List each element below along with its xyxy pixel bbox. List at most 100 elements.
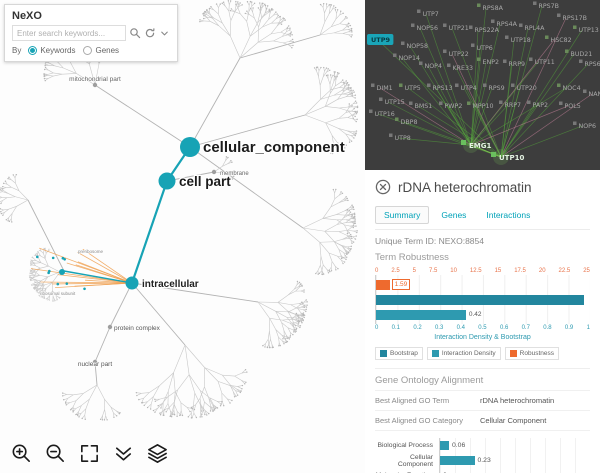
network-node-KRE33[interactable]: KRE33 <box>447 63 474 73</box>
bar-robustness: 1.59 <box>376 278 590 291</box>
layers-button[interactable] <box>144 440 170 466</box>
network-node-MPP10[interactable]: MPP10 <box>467 101 494 111</box>
svg-text:RPS6A: RPS6A <box>585 61 600 68</box>
network-node-UTP21[interactable]: UTP21 <box>443 23 469 33</box>
tab-genes[interactable]: Genes <box>441 210 467 220</box>
network-node-NOC4[interactable]: NOC4 <box>557 83 581 93</box>
search-icon[interactable] <box>129 27 141 39</box>
svg-text:DIM1: DIM1 <box>377 85 393 92</box>
tree-label: nuclear part <box>78 361 113 368</box>
tree-label: intracellular <box>142 279 199 290</box>
zoom-in-button[interactable] <box>8 440 34 466</box>
network-node-UTP20[interactable]: UTP20 <box>511 83 537 93</box>
tree-node-cellular_component[interactable] <box>180 137 200 157</box>
svg-text:RRP9: RRP9 <box>509 61 526 68</box>
network-node-RPS7B[interactable]: RPS7B <box>533 1 559 11</box>
svg-text:UTP7: UTP7 <box>423 11 439 18</box>
close-icon[interactable] <box>375 179 391 195</box>
network-node-POL5[interactable]: POL5 <box>559 101 581 111</box>
tree-node-membrane[interactable] <box>211 169 217 175</box>
network-node-UTP13[interactable]: UTP13 <box>573 25 599 35</box>
network-node-RPS4A[interactable]: RPS4A <box>491 19 518 29</box>
network-node-RPL4A[interactable]: RPL4A <box>519 23 546 33</box>
network-node-NOP58[interactable]: NOP58 <box>401 41 428 51</box>
network-node-UTP5[interactable]: UTP5 <box>399 83 421 93</box>
network-node-RPS9[interactable]: RPS9 <box>483 83 505 93</box>
network-node-RPS22A[interactable]: RPS22A <box>469 25 500 35</box>
tree-node-cell-part[interactable] <box>158 172 176 190</box>
network-node-NAN1[interactable]: NAN1 <box>583 89 600 99</box>
network-node-RPS17B[interactable]: RPS17B <box>557 13 587 23</box>
network-node-BUD21[interactable]: BUD21 <box>565 49 592 59</box>
bottom-axis-caption: Interaction Density & Bootstrap <box>434 334 531 341</box>
network-node-PWP2[interactable]: PWP2 <box>439 101 462 111</box>
svg-text:HSC82: HSC82 <box>551 37 572 44</box>
tree-node-mitochondrial-part[interactable] <box>92 82 98 88</box>
tab-interactions[interactable]: Interactions <box>486 210 531 220</box>
radio-genes[interactable]: Genes <box>83 46 119 55</box>
network-node-ENP2[interactable]: ENP2 <box>477 57 499 67</box>
network-node-RRP9[interactable]: RRP9 <box>503 59 526 69</box>
network-node-NOP56[interactable]: NOP56 <box>411 23 438 33</box>
network-node-UTP7[interactable]: UTP7 <box>417 9 439 19</box>
network-node-HSC82[interactable]: HSC82 <box>545 35 572 45</box>
chevron-down-icon[interactable] <box>159 28 170 39</box>
network-node-RPS8A[interactable]: RPS8A <box>477 3 504 13</box>
svg-text:RPS8A: RPS8A <box>483 5 504 12</box>
tree-node-intracellular[interactable] <box>125 276 139 290</box>
network-node-UTP4[interactable]: UTP4 <box>455 83 477 93</box>
svg-text:UTP11: UTP11 <box>535 59 555 66</box>
network-node-PAP2[interactable]: PAP2 <box>527 100 549 110</box>
gene-network-panel[interactable]: RPS8A RPS7B UTP7 RPS17B RPS4A UTP13 NOP56 UTP21… <box>365 0 600 170</box>
svg-text:UTP18: UTP18 <box>511 37 531 44</box>
network-node-NOP4[interactable]: NOP4 <box>419 61 442 71</box>
network-node-RPS6A[interactable]: RPS6A <box>579 59 600 69</box>
svg-text:NOP58: NOP58 <box>407 43 428 50</box>
svg-text:RPL4A: RPL4A <box>525 25 546 32</box>
tree-node-protein-complex[interactable] <box>107 324 113 330</box>
network-node-UTP6[interactable]: UTP6 <box>471 43 493 53</box>
network-node-UTP18[interactable]: UTP18 <box>505 35 531 45</box>
zoom-out-button[interactable] <box>42 440 68 466</box>
svg-text:UTP4: UTP4 <box>461 85 477 92</box>
network-node-DBP8[interactable]: DBP8 <box>395 117 417 127</box>
search-mode-options: Keywords Genes <box>28 46 119 55</box>
svg-text:RPS4A: RPS4A <box>497 21 518 28</box>
network-node-UTP16[interactable]: UTP16 <box>369 109 395 119</box>
network-node-UTP22[interactable]: UTP22 <box>443 49 469 59</box>
network-node-RRP7[interactable]: RRP7 <box>499 100 521 110</box>
gene-network-canvas[interactable]: RPS8A RPS7B UTP7 RPS17B RPS4A UTP13 NOP56 UTP21… <box>365 0 600 170</box>
tree-node-nuclear-part[interactable] <box>92 359 98 365</box>
svg-text:UTP22: UTP22 <box>449 51 469 58</box>
svg-text:RPS9: RPS9 <box>489 85 505 92</box>
network-node-UTP11[interactable]: UTP11 <box>529 57 555 67</box>
network-node-BMS1[interactable]: BMS1 <box>409 101 432 111</box>
refresh-icon[interactable] <box>144 27 156 39</box>
network-node-UTP9[interactable]: UTP9 <box>367 34 394 45</box>
network-node-UTP15[interactable]: UTP15 <box>379 97 405 107</box>
network-node-DIM1[interactable]: DIM1 <box>371 83 393 93</box>
svg-text:PAP2: PAP2 <box>533 102 549 109</box>
search-input[interactable] <box>12 25 126 41</box>
network-node-EMG1[interactable]: EMG1 <box>461 137 491 153</box>
tab-summary[interactable]: Summary <box>375 206 430 224</box>
svg-text:KRE33: KRE33 <box>453 65 474 72</box>
network-node-NOP6[interactable]: NOP6 <box>573 121 596 131</box>
network-node-RPS13[interactable]: RPS13 <box>427 83 453 93</box>
fit-to-screen-button[interactable] <box>76 440 102 466</box>
network-node-NOP14[interactable]: NOP14 <box>393 53 420 63</box>
collapse-button[interactable] <box>110 440 136 466</box>
radio-keywords[interactable]: Keywords <box>28 46 75 55</box>
network-node-UTP10[interactable]: UTP10 <box>491 149 524 165</box>
network-node-UTP8[interactable]: UTP8 <box>389 133 411 143</box>
